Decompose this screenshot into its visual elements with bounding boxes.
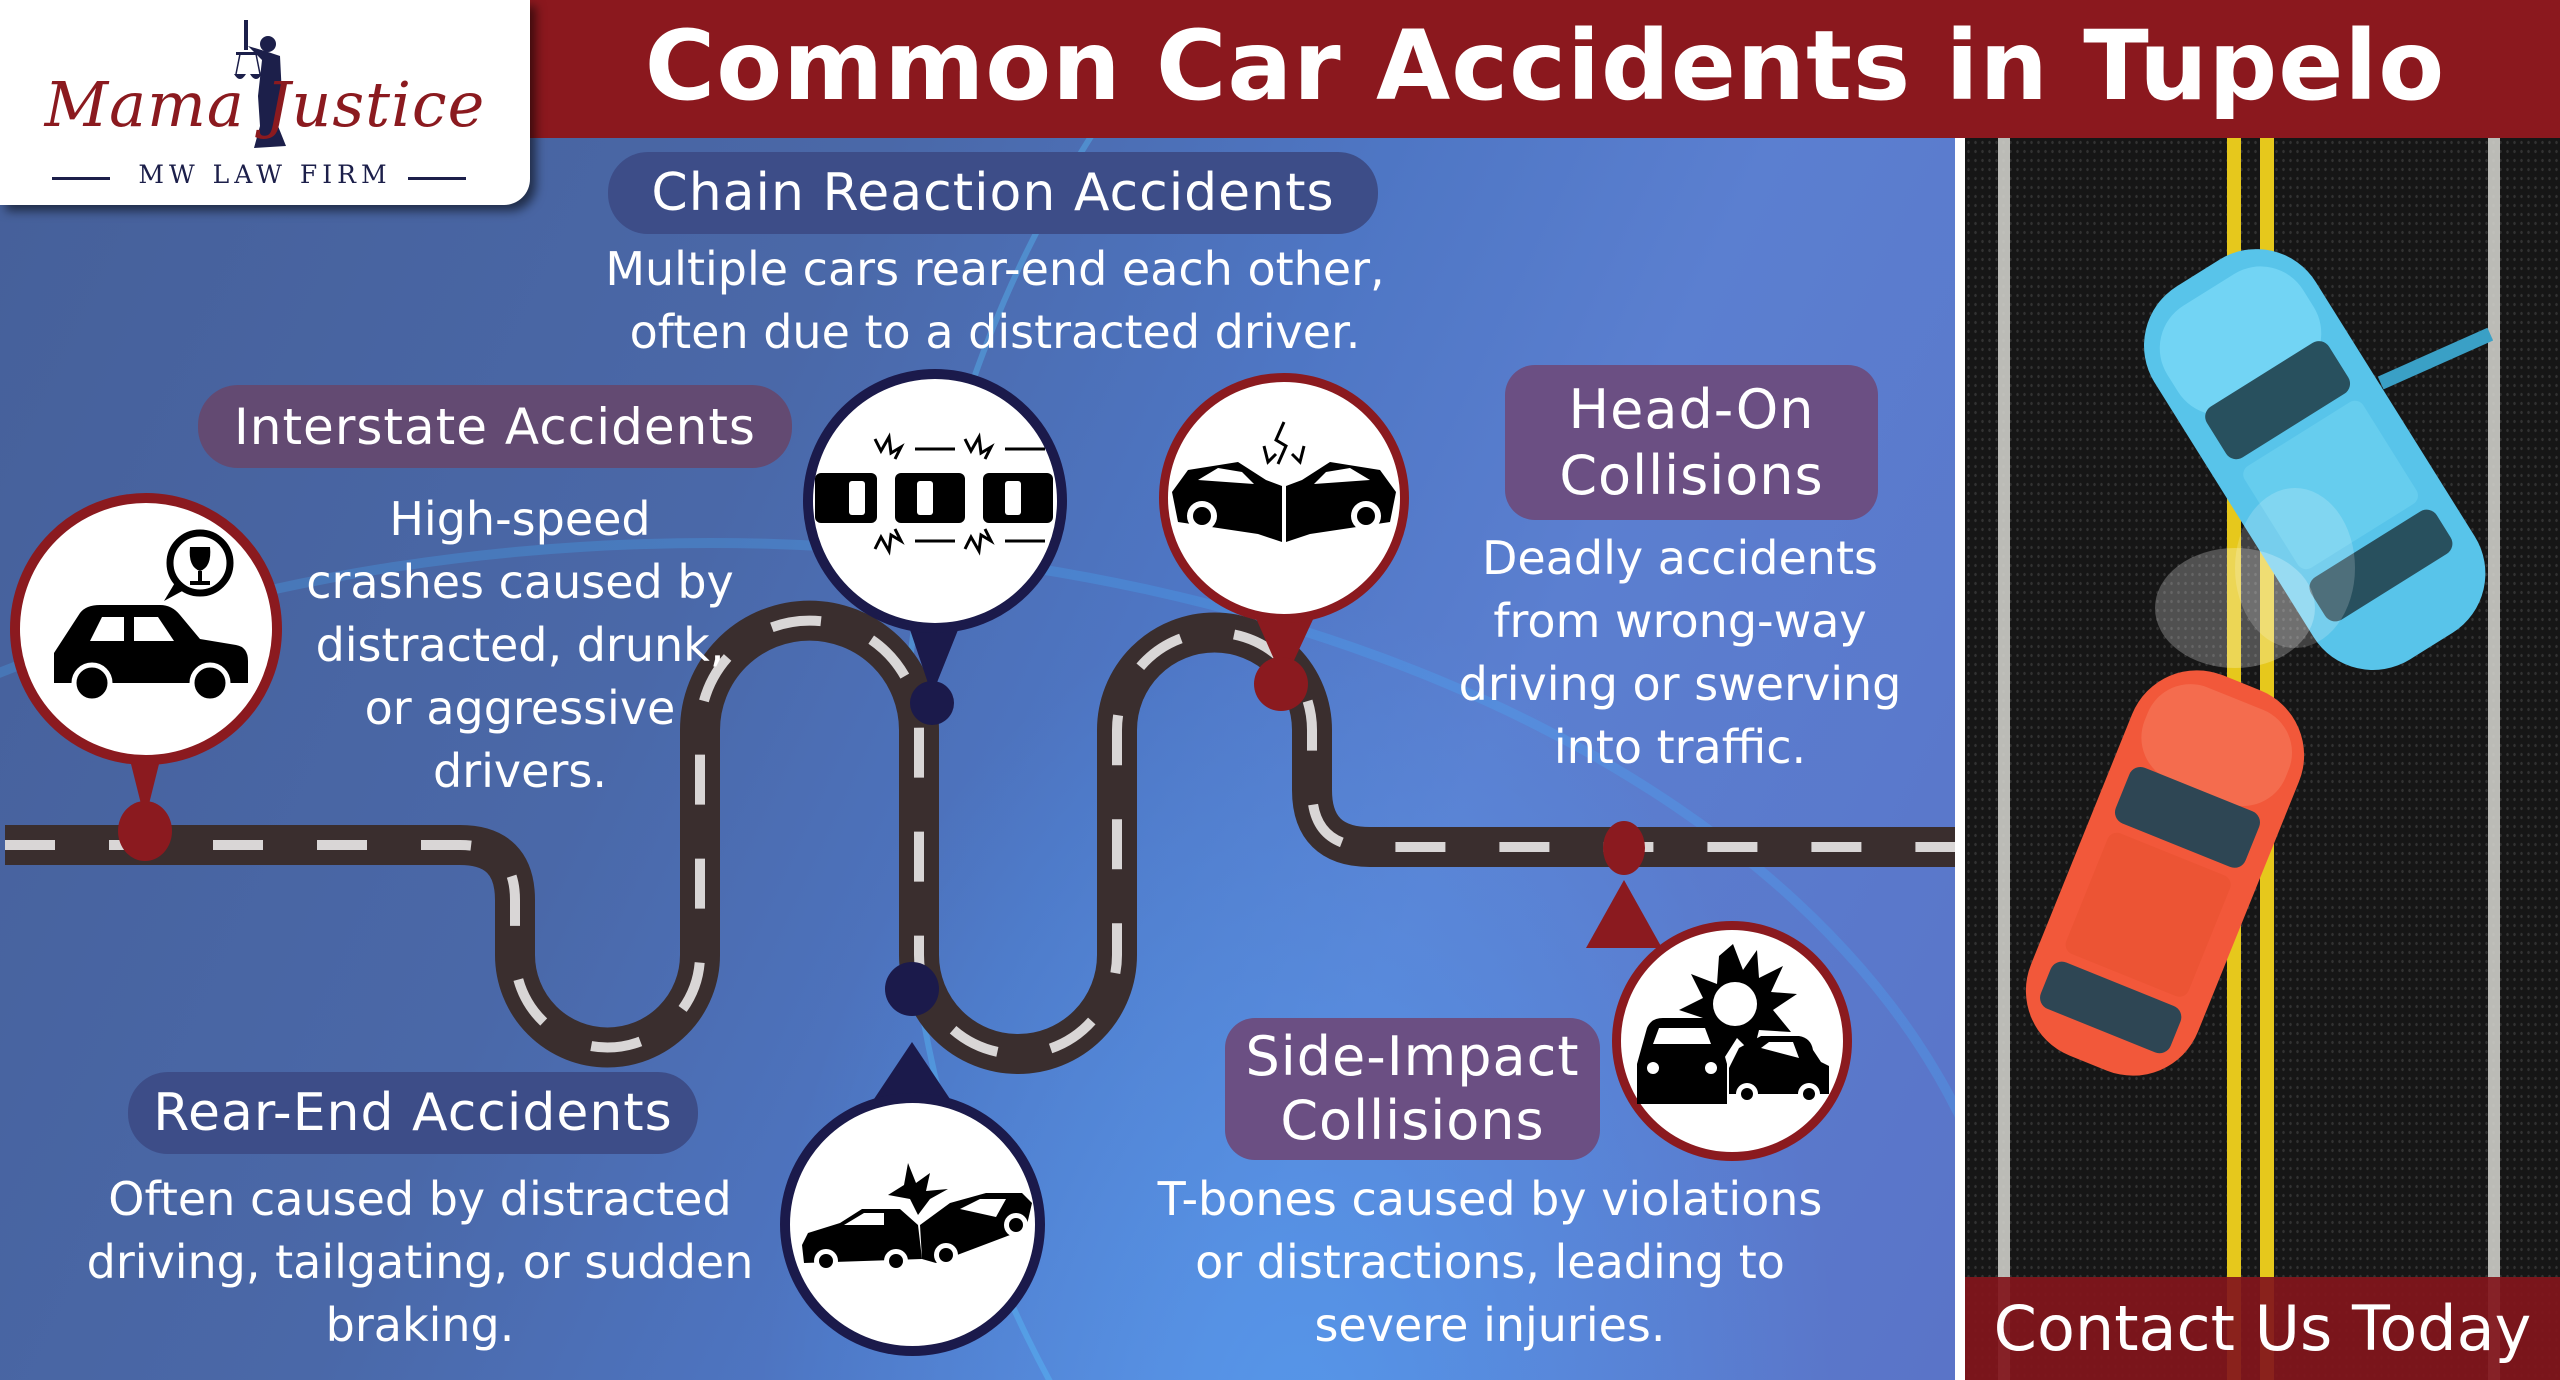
pin-pointer <box>868 962 956 1108</box>
head-on-icon-circle <box>1159 373 1409 623</box>
side-impact-heading: Side-Impact Collisions <box>1225 1018 1600 1160</box>
page-title: Common Car Accidents in Tupelo <box>644 10 2446 122</box>
side-impact-icon-circle <box>1612 921 1852 1161</box>
multi-car-pileup-icon <box>815 432 1053 556</box>
logo[interactable]: Mama Justice MW LAW FIRM <box>0 0 530 205</box>
pin-pointer <box>1586 821 1662 948</box>
logo-script-text: Mama Justice <box>44 68 486 141</box>
rear-end-heading: Rear-End Accidents <box>128 1072 698 1154</box>
logo-tagline: MW LAW FIRM <box>138 160 392 189</box>
divider <box>52 177 110 180</box>
rear-end-icon-circle <box>780 1093 1045 1356</box>
contact-us-button[interactable]: Contact Us Today <box>1965 1277 2560 1380</box>
chain-reaction-icon-circle <box>803 369 1067 633</box>
winding-road <box>5 600 1955 1074</box>
interstate-heading: Interstate Accidents <box>198 385 792 468</box>
interstate-icon-circle <box>10 493 282 765</box>
divider <box>408 177 466 180</box>
side-impact-description: T-bones caused by violations or distract… <box>1157 1172 1823 1352</box>
chain-reaction-description: Multiple cars rear-end each other, often… <box>605 242 1385 359</box>
head-on-description: Deadly accidents from wrong-way driving … <box>1458 531 1902 774</box>
chain-reaction-heading: Chain Reaction Accidents <box>608 152 1378 234</box>
head-on-collision-icon <box>1172 421 1396 542</box>
rear-end-collision-icon <box>802 1163 1032 1273</box>
contact-us-label: Contact Us Today <box>1993 1292 2532 1365</box>
drunk-driving-car-icon <box>54 529 248 704</box>
rear-end-description: Often caused by distracted driving, tail… <box>86 1172 754 1352</box>
interstate-description: High-speed crashes caused by distracted,… <box>306 492 734 798</box>
car-crash-on-road-illustration <box>1998 138 2500 1380</box>
lady-justice-icon <box>234 20 286 148</box>
head-on-heading: Head-On Collisions <box>1505 365 1878 520</box>
title-banner: Common Car Accidents in Tupelo <box>530 0 2560 138</box>
side-impact-collision-icon <box>1637 944 1829 1105</box>
crash-illustration-panel <box>1965 138 2560 1380</box>
